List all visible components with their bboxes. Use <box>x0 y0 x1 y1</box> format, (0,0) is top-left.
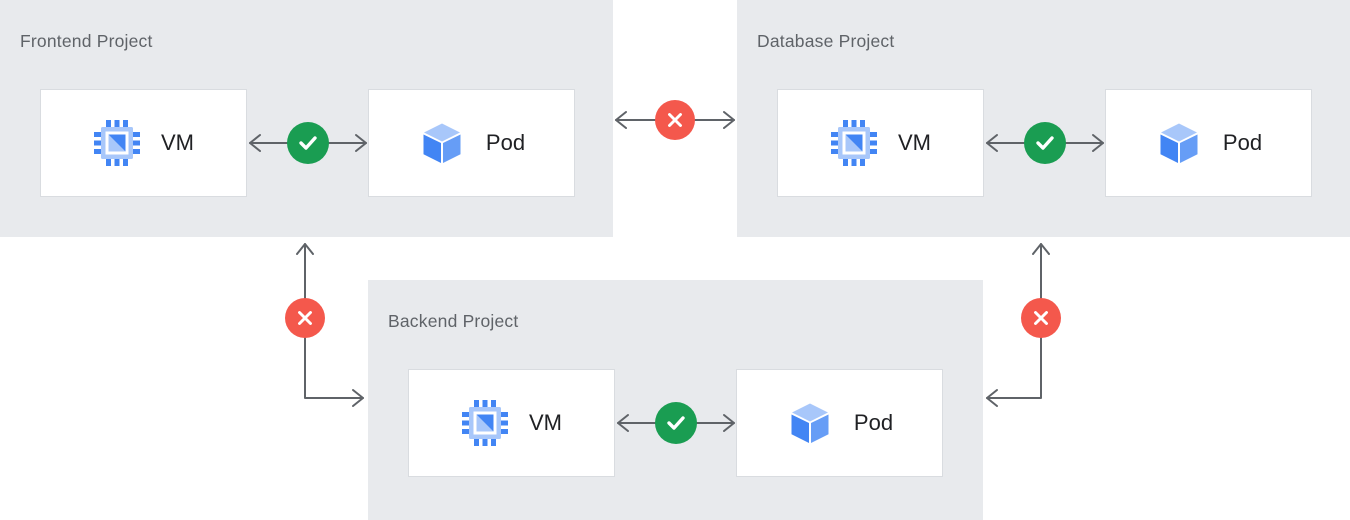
pod-cube-icon <box>791 403 829 443</box>
x-icon <box>668 113 682 127</box>
frontend-pod-node: Pod <box>368 89 575 197</box>
project-title-database: Database Project <box>757 31 895 51</box>
x-icon <box>298 311 312 325</box>
vm-compute-engine-icon <box>831 120 877 166</box>
check-icon <box>667 416 685 430</box>
database-pod-label: Pod <box>1222 130 1263 155</box>
vm-compute-engine-icon <box>462 400 508 446</box>
arrowhead-right <box>723 111 735 129</box>
frontend-vm-node: VM <box>40 89 247 197</box>
frontend-vm-label: VM <box>161 130 194 155</box>
backend-vm-node: VM <box>408 369 615 477</box>
frontend-pod-label: Pod <box>485 130 526 155</box>
arrowhead-right <box>352 389 364 407</box>
pod-cube-icon <box>1160 123 1198 163</box>
database-vm-node: VM <box>777 89 984 197</box>
database-pod-node: Pod <box>1105 89 1312 197</box>
arrowhead-left <box>615 111 627 129</box>
pod-cube-icon <box>423 123 461 163</box>
allow-badge-frontend <box>287 122 329 164</box>
database-vm-label: VM <box>898 130 931 155</box>
backend-pod-label: Pod <box>853 410 894 435</box>
project-title-frontend: Frontend Project <box>20 31 153 51</box>
allow-badge-backend <box>655 402 697 444</box>
arrowhead-left <box>986 389 998 407</box>
backend-pod-node: Pod <box>736 369 943 477</box>
deny-badge-frontend-backend <box>285 298 325 338</box>
x-icon <box>1034 311 1048 325</box>
backend-vm-label: VM <box>529 410 562 435</box>
arrowhead-up <box>296 243 314 255</box>
check-icon <box>1036 136 1054 150</box>
project-title-backend: Backend Project <box>388 311 519 331</box>
deny-badge-frontend-database <box>655 100 695 140</box>
deny-badge-database-backend <box>1021 298 1061 338</box>
vm-compute-engine-icon <box>94 120 140 166</box>
arrowhead-up <box>1032 243 1050 255</box>
allow-badge-database <box>1024 122 1066 164</box>
check-icon <box>299 136 317 150</box>
